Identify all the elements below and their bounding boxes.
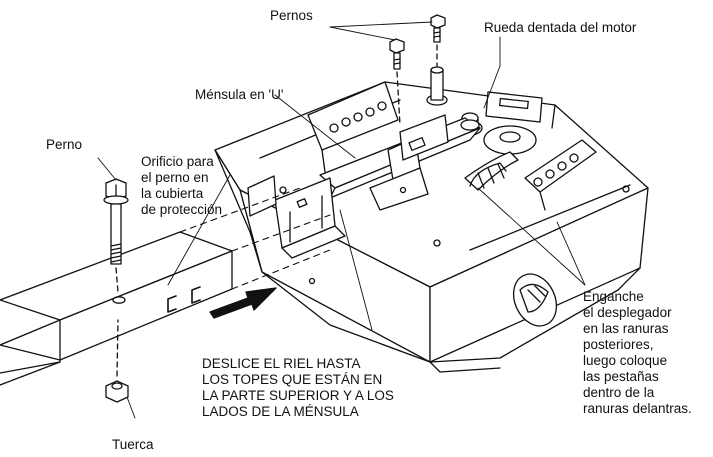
- u-bracket: [274, 114, 481, 259]
- label-mensula: Ménsula en 'U': [195, 87, 284, 102]
- bolt-single: [103, 178, 129, 293]
- shaft-post: [426, 66, 448, 106]
- bolt-top-right: [430, 14, 446, 67]
- side-tab: [247, 175, 277, 217]
- light-knob: [512, 273, 558, 327]
- nut: [105, 319, 129, 403]
- slide-direction-arrow: [209, 287, 277, 319]
- label-plate: [485, 91, 543, 123]
- label-instruccion: DESLICE EL RIEL HASTA LOS TOPES QUE ESTÁ…: [202, 356, 394, 419]
- label-perno: Perno: [46, 137, 83, 152]
- label-pernos: Pernos: [270, 8, 313, 23]
- rail: [0, 187, 331, 386]
- label-enganche: Enganche el desplegador en las ranuras p…: [583, 289, 692, 416]
- label-tuerca: Tuerca: [112, 437, 154, 452]
- bolt-top-left: [389, 38, 405, 126]
- vent-panel-right: [524, 139, 597, 211]
- label-rueda-dentada: Rueda dentada del motor: [484, 20, 637, 35]
- spreader-clip: [464, 151, 519, 191]
- vent-panel-left: [307, 81, 399, 173]
- leader-lines: [97, 21, 586, 419]
- label-orificio: Orificio para el perno en la cubierta de…: [141, 154, 223, 217]
